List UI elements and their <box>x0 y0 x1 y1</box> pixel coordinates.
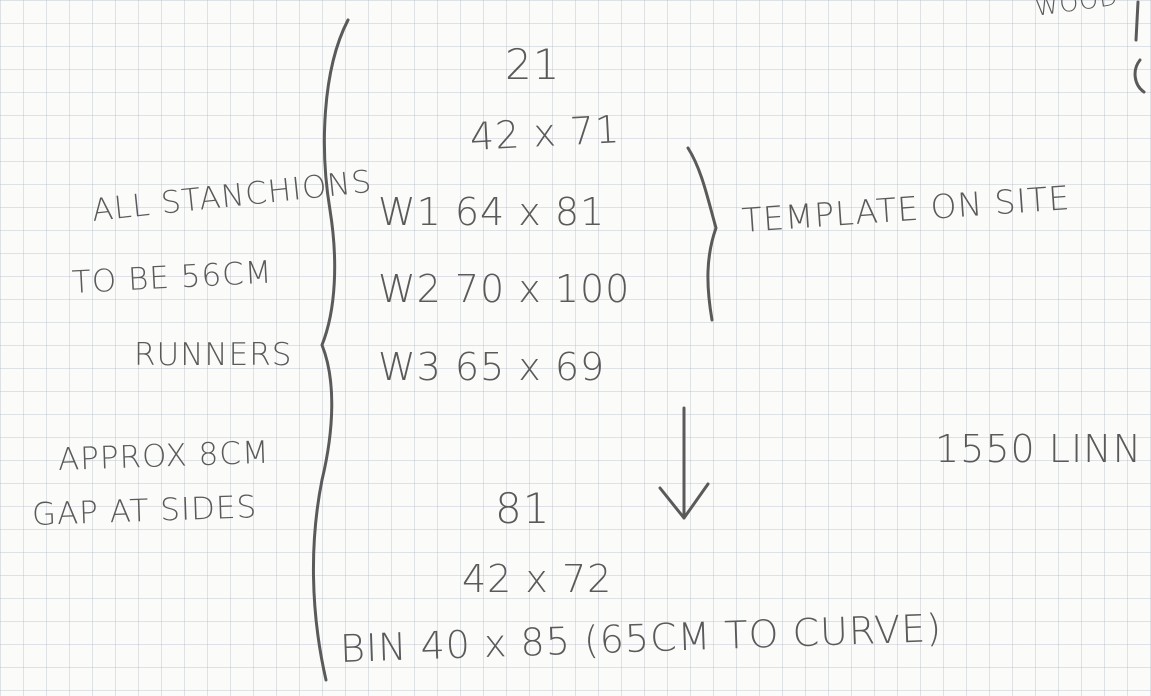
left-curly-brace <box>311 18 350 682</box>
group-top-row-2: W1 64 x 81 <box>378 190 606 234</box>
group-top-row-4: W3 65 x 69 <box>378 345 606 389</box>
corner-bracket <box>1134 0 1140 42</box>
right-note-text: 1550 LINN <box>935 427 1143 471</box>
down-arrow-head <box>658 482 710 520</box>
group-top-heading: 21 <box>505 40 561 89</box>
left-note-line-3: RUNNERS <box>134 337 293 373</box>
left-note-line-4: APPROX 8CM <box>57 434 271 478</box>
right-bracket <box>686 146 718 322</box>
group-top-row-1: 42 x 71 <box>468 107 622 159</box>
left-note-line-5: GAP AT SIDES <box>31 489 258 533</box>
group-top-row-3: W2 70 x 100 <box>378 267 631 311</box>
corner-curve <box>1133 58 1146 94</box>
group-bottom-row-1: 42 x 72 <box>462 557 613 601</box>
group-bottom-heading: 81 <box>495 484 551 533</box>
